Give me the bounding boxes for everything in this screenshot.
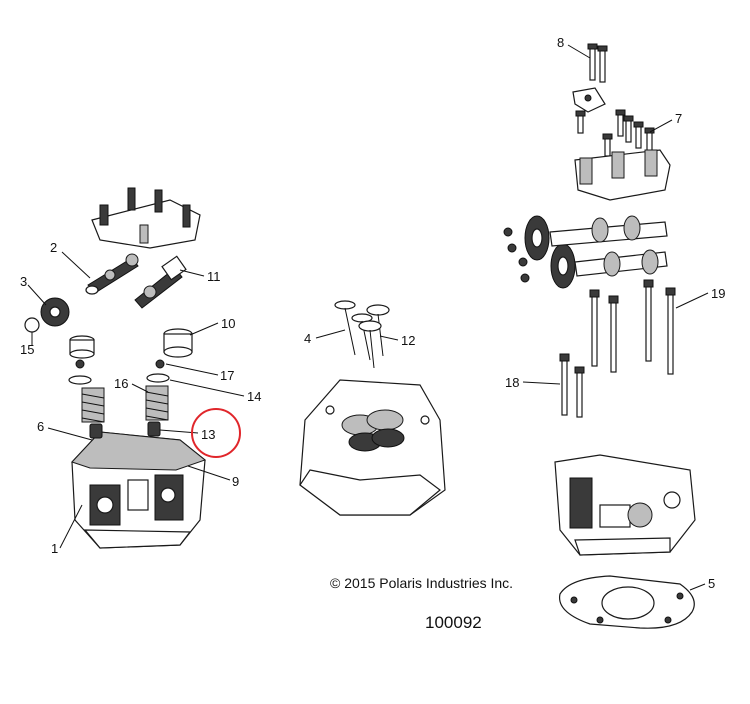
bolt-part-18[interactable]: [559, 353, 585, 418]
highlight-circle: [191, 408, 241, 458]
spring-retainer-part-14[interactable]: [68, 373, 170, 385]
callout-2: 2: [50, 240, 57, 255]
cam-carrier: [91, 187, 201, 249]
callout-19: 19: [711, 286, 725, 301]
callout-15: 15: [20, 342, 34, 357]
camshaft-part-11[interactable]: [134, 255, 187, 309]
callout-7: 7: [675, 111, 682, 126]
callout-13: 13: [201, 427, 215, 442]
callout-4: 4: [304, 331, 311, 346]
callout-6: 6: [37, 419, 44, 434]
callout-17: 17: [220, 368, 234, 383]
callout-14: 14: [247, 389, 261, 404]
callout-16: 16: [114, 376, 128, 391]
cylinder-head-center-view: [299, 379, 446, 516]
callout-10: 10: [221, 316, 235, 331]
callout-3: 3: [20, 274, 27, 289]
valve-seal-part-13[interactable]: [147, 421, 161, 437]
cam-sprocket-part-3[interactable]: [40, 297, 70, 327]
circlip-part-15[interactable]: [24, 317, 40, 333]
callout-9: 9: [232, 474, 239, 489]
cylinder-head-part-1[interactable]: [71, 431, 207, 549]
small-fasteners: [503, 227, 530, 283]
callout-11: 11: [207, 269, 221, 284]
bolt-part-8[interactable]: [587, 43, 608, 83]
callout-1: 1: [51, 541, 58, 556]
cam-cap: [574, 149, 671, 201]
bolt-part-7[interactable]: [575, 109, 655, 157]
callout-5: 5: [708, 576, 715, 591]
callout-18: 18: [505, 375, 519, 390]
valve-spring-part-16[interactable]: [81, 385, 169, 423]
tappet-bucket-part-10[interactable]: [69, 328, 193, 359]
callout-8: 8: [557, 35, 564, 50]
camshaft-right: [549, 215, 668, 277]
cam-sprocket-right: [524, 215, 576, 289]
valve-seal-part-6[interactable]: [89, 423, 103, 439]
valve-part-12[interactable]: [358, 304, 390, 369]
cylinder-head-right-view: [554, 454, 696, 556]
valve-keeper-part-17[interactable]: [75, 359, 165, 369]
callout-12: 12: [401, 333, 415, 348]
head-gasket-part-5[interactable]: [558, 575, 695, 629]
document-number: 100092: [425, 613, 482, 632]
head-bolt-part-19[interactable]: [589, 279, 676, 375]
copyright-text: © 2015 Polaris Industries Inc.: [330, 575, 513, 591]
cam-chain-guide: [572, 87, 606, 113]
camshaft-part-2[interactable]: [85, 253, 139, 295]
